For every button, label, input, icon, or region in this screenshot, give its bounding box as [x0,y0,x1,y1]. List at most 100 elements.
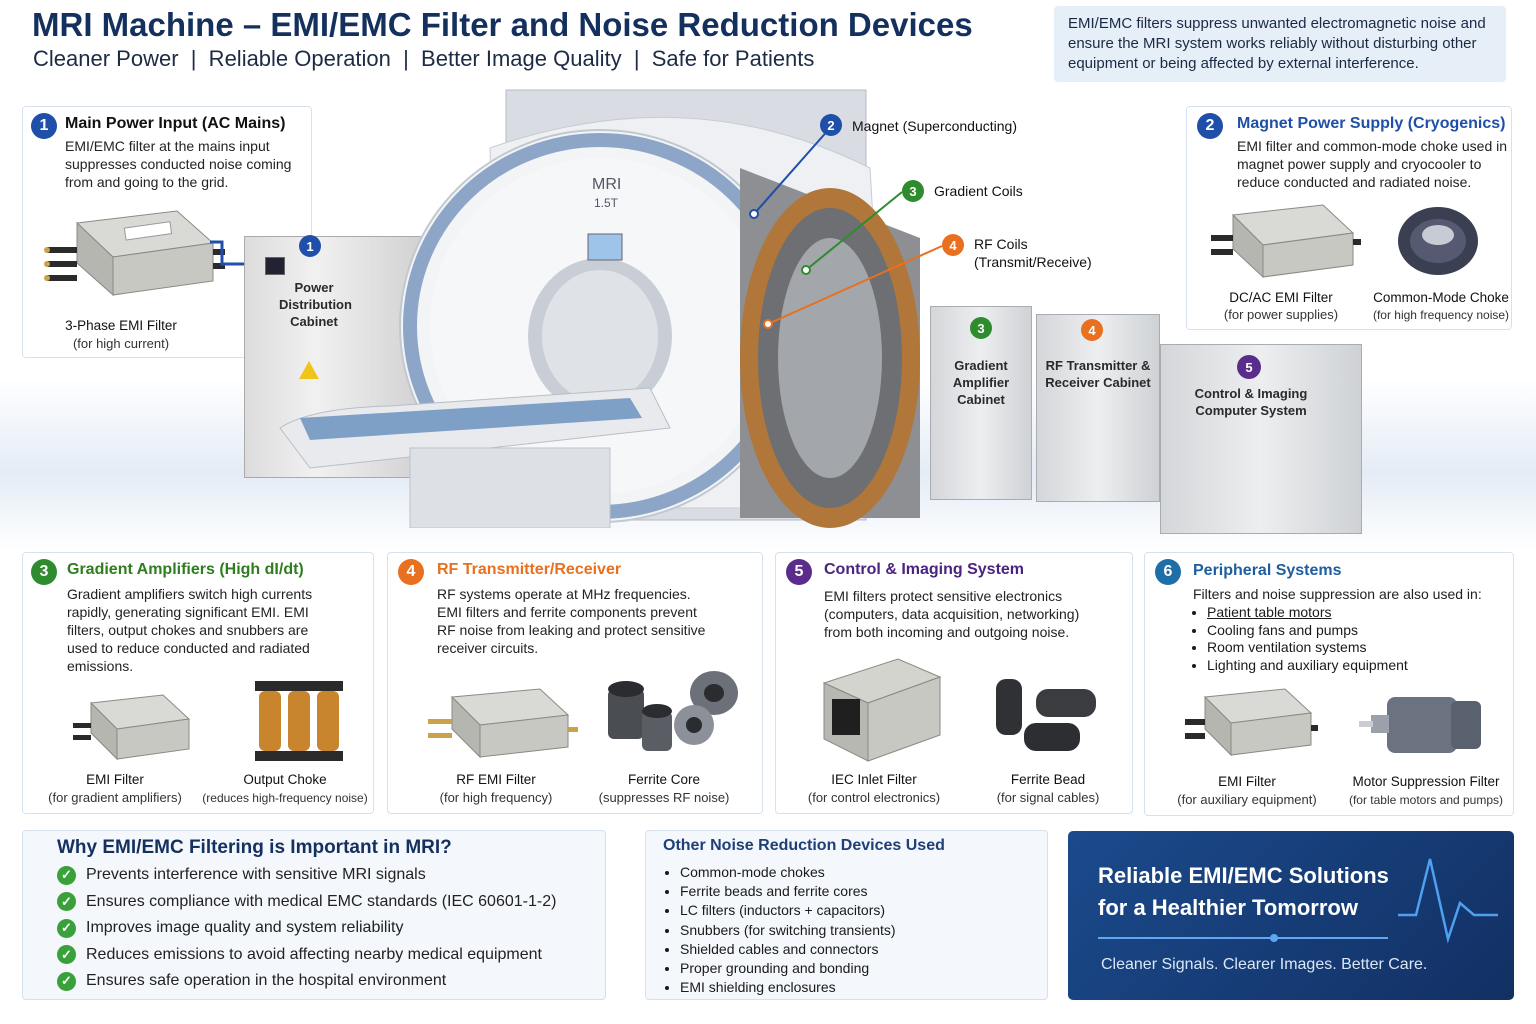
output-choke-image [255,681,343,761]
callout-rf-coils: RF Coils [974,236,1028,252]
panel-title: RF Transmitter/Receiver [437,561,622,578]
panel-caption-sub: (reduces high-frequency noise) [202,791,368,805]
panel-body: EMI filter and common-mode choke used in… [1237,138,1508,190]
check-icon: ✓ [57,945,76,965]
panel-title: Control & Imaging System [824,561,1025,578]
cabinet-number: 3 [970,317,992,339]
panel-body: Gradient amplifiers switch high currents… [67,586,313,674]
intro-box: EMI/EMC filters suppress unwanted electr… [1054,6,1506,82]
panel-number: 2 [1197,113,1223,139]
why-title: Why EMI/EMC Filtering is Important in MR… [57,837,452,858]
panel-caption: EMI Filter [86,772,144,787]
mri-scanner-image [279,89,920,528]
other-devices-box: Other Noise Reduction Devices Used Commo… [645,830,1048,1000]
closing-banner: Reliable EMI/EMC Solutions for a Healthi… [1068,831,1514,1000]
dc-ac-filter-image [1211,204,1361,279]
callout-rf-coils-sub: (Transmit/Receive) [974,254,1092,270]
cabinet-number: 5 [1237,355,1261,379]
scanner-brand: MRI [592,176,622,193]
panel-body: EMI/EMC filter at the mains input suppre… [65,138,292,190]
why-item-text: Improves image quality and system reliab… [86,919,404,937]
why-list: ✓ Prevents interference with sensitive MR… [57,862,556,995]
list-item: Snubbers (for switching transients) [680,921,1040,940]
panel-caption: Motor Suppression Filter [1352,774,1500,789]
banner-tagline: Cleaner Signals. Clearer Images. Better … [1101,956,1428,973]
three-phase-filter-image [44,210,225,297]
aux-emi-filter-image [1185,688,1318,757]
check-icon: ✓ [57,918,76,938]
callout-number: 3 [902,180,924,202]
panel-caption-sub: (for high current) [72,336,170,351]
panel-caption-sub: (suppresses RF noise) [598,790,730,805]
ferrite-bead-image [996,679,1096,751]
cabinet-label: RF Transmitter & Receiver Cabinet [1045,358,1151,390]
panel-caption-sub: (for power supplies) [1223,307,1339,322]
callout-gradient-coils: Gradient Coils [934,183,1023,199]
panel-title: Main Power Input (AC Mains) [65,115,286,132]
panel-gradient-amplifiers: 3 Gradient Amplifiers (High dI/dt) Gradi… [22,552,374,814]
list-item: Shielded cables and connectors [680,940,1040,959]
cabinet-label: Power Distribution Cabinet [279,280,352,329]
warning-icon [299,361,319,379]
banner-line2: for a Healthier Tomorrow [1098,895,1358,920]
panel-caption-sub: (for high frequency noise) [1372,308,1510,322]
panel-caption: Common-Mode Choke [1373,290,1509,305]
banner-line1: Reliable EMI/EMC Solutions [1098,863,1389,888]
page-subtitle: Cleaner Power | Reliable Operation | Bet… [33,46,815,71]
panel-body: EMI filters protect sensitive electronic… [824,588,1080,640]
list-item: Proper grounding and bonding [680,959,1040,978]
panel-caption-sub: (for high frequency) [439,790,553,805]
panel-caption: DC/AC EMI Filter [1229,290,1333,305]
panel-caption-sub: (for control electronics) [807,790,941,805]
panel-caption-sub: (for table motors and pumps) [1348,793,1504,807]
panel-body: RF systems operate at MHz frequencies. E… [437,586,706,656]
why-item-text: Reduces emissions to avoid affecting nea… [86,945,542,963]
panel-caption: Ferrite Core [627,772,700,787]
rf-emi-filter-image [428,688,578,759]
other-list: Common-mode chokes Ferrite beads and fer… [662,863,1040,997]
callout-number: 4 [942,234,964,256]
panel-number: 6 [1155,559,1181,585]
panel-title: Peripheral Systems [1193,562,1342,579]
panel-number: 5 [786,559,812,585]
cabinet-number: 4 [1081,319,1103,341]
panel-magnet-power: 2 Magnet Power Supply (Cryogenics) EMI f… [1186,106,1512,330]
panel-caption: RF EMI Filter [456,772,536,787]
other-title: Other Noise Reduction Devices Used [663,837,945,854]
panel-caption: Output Choke [243,772,327,787]
common-mode-choke-image [1398,207,1478,275]
list-item: Patient table motors [1207,604,1507,622]
panel-rf: 4 RF Transmitter/Receiver RF systems ope… [387,552,763,814]
why-item: ✓ Ensures safe operation in the hospital … [57,968,556,995]
panel-caption: Ferrite Bead [1010,772,1086,787]
why-item-text: Ensures compliance with medical EMC stan… [86,892,557,910]
why-item: ✓ Reduces emissions to avoid affecting ne… [57,942,556,969]
check-icon: ✓ [57,971,76,991]
callout-lines [749,127,943,329]
cabinet-label: Control & Imaging Computer System [1194,386,1308,418]
panel-caption-sub: (for signal cables) [996,790,1100,805]
heartbeat-icon [1098,858,1498,944]
why-item: ✓Ensures compliance with medical EMC sta… [57,889,556,916]
why-box: Why EMI/EMC Filtering is Important in MR… [22,830,606,1000]
why-item: ✓ Improves image quality and system relia… [57,915,556,942]
why-item-text: Ensures safe operation in the hospital e… [86,972,447,990]
panel-number: 4 [398,559,424,585]
panel-main-power: 1 Main Power Input (AC Mains) EMI/EMC fi… [22,106,312,358]
page-title: MRI Machine – EMI/EMC Filter and Noise R… [32,6,973,43]
why-item-text: Prevents interference with sensitive MRI… [86,866,426,884]
rf-cabinet: 4 RF Transmitter & Receiver Cabinet [1036,314,1160,502]
cabinet-number: 1 [299,235,321,257]
panel-control-imaging: 5 Control & Imaging System EMI filters p… [775,552,1133,814]
motor-image [1359,697,1481,753]
list-item: Room ventilation systems [1207,639,1507,657]
panel-peripheral: 6 Peripheral Systems Filters and noise s… [1144,552,1514,816]
cabinet-screen [265,257,285,275]
scanner-field-strength: 1.5T [594,196,619,210]
panel-title: Gradient Amplifiers (High dI/dt) [67,561,304,578]
panel-number: 1 [31,113,57,139]
emi-filter-image [73,694,191,761]
callout-number: 2 [820,114,842,136]
list-item: Lighting and auxiliary equipment [1207,657,1507,675]
peripheral-list: Patient table motors Cooling fans and pu… [1189,604,1507,674]
